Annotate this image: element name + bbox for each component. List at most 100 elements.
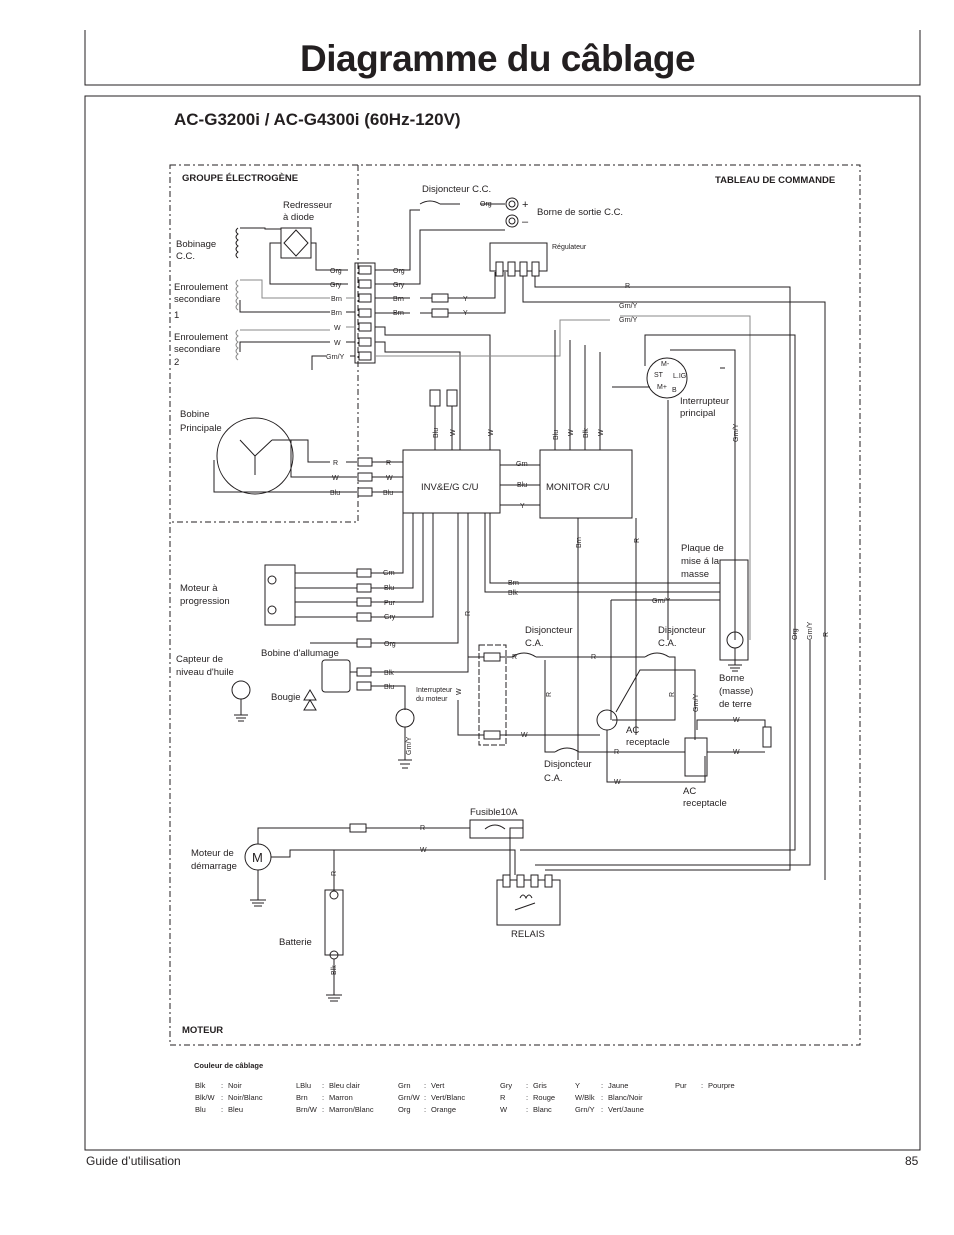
wires-top — [239, 200, 610, 450]
wire-label: W — [420, 847, 427, 854]
label-disjoncteur-cc: Disjoncteur C.C. — [422, 184, 491, 195]
legend-code: Y — [575, 1081, 580, 1090]
legend-entry: Y:Jaune — [575, 1081, 628, 1090]
wire-label: Brn — [393, 310, 404, 317]
legend-entry: Blk:Noir — [195, 1081, 242, 1090]
wire-label: Grn/Y — [406, 736, 413, 755]
wire-label: Brn — [393, 296, 404, 303]
wire-label: W — [386, 475, 393, 482]
legend-separator: : — [601, 1081, 603, 1090]
wire-label: W — [332, 475, 339, 482]
wire-label: Brn — [331, 310, 342, 317]
wire-label: W — [598, 429, 605, 436]
label-int-moteur: Interrupteur — [416, 687, 453, 694]
wire-label: Pur — [384, 600, 396, 607]
wire-label: Org — [384, 641, 396, 648]
legend-separator: : — [322, 1093, 324, 1102]
legend-name: Rouge — [533, 1093, 555, 1102]
legend-entry: Org:Orange — [398, 1105, 456, 1114]
wire-label: Org — [393, 268, 405, 275]
wire-label: Org — [792, 628, 799, 640]
label-ac-rec-a: AC — [626, 725, 639, 736]
legend-entry: Gry:Gris — [500, 1081, 547, 1090]
section-groupe: GROUPE ÉLECTROGÈNE — [182, 173, 298, 184]
label-interrupteur: Interrupteur — [680, 396, 729, 407]
legend-separator: : — [424, 1081, 426, 1090]
label-redresseur: Redresseur — [283, 200, 332, 211]
label-bobine: Bobine — [180, 409, 210, 420]
legend-code: Gry — [500, 1081, 512, 1090]
label-disj-ca-b-2: C.A. — [658, 638, 676, 649]
legend-name: Marron — [329, 1093, 353, 1102]
label-plaque-3: masse — [681, 569, 709, 580]
label-enroulement-1b: secondiare — [174, 294, 220, 305]
wire-label: Y — [463, 296, 468, 303]
legend-entry: Grn/Y:Vert/Jaune — [575, 1105, 644, 1114]
legend-name: Noir/Blanc — [228, 1093, 263, 1102]
legend-separator: : — [221, 1093, 223, 1102]
wire-label: Y — [520, 503, 525, 510]
wire-label: Grn/Y — [693, 693, 700, 712]
connector-block-mid — [357, 457, 403, 497]
wire-label: W — [521, 732, 528, 739]
wire-label: R — [634, 538, 641, 543]
wire-label: R — [669, 692, 676, 697]
legend-code: W/Blk — [575, 1093, 595, 1102]
legend-name: Bleu — [228, 1105, 243, 1114]
legend-entry: R:Rouge — [500, 1093, 555, 1102]
legend-code: LBlu — [296, 1081, 311, 1090]
legend-entry: W:Blanc — [500, 1105, 552, 1114]
legend-code: Org — [398, 1105, 411, 1114]
plus-sign: + — [522, 199, 528, 211]
wire-label: Blu — [384, 585, 394, 592]
minus-sign: – — [522, 216, 529, 228]
label-bobine-allumage: Bobine d'allumage — [261, 648, 339, 659]
wire-label: Grn — [516, 461, 528, 468]
legend-separator: : — [526, 1105, 528, 1114]
legend-code: Grn — [398, 1081, 411, 1090]
legend-name: Orange — [431, 1105, 456, 1114]
oil-sensor-icon — [231, 680, 251, 722]
model-heading: AC-G3200i / AC-G4300i (60Hz-120V) — [174, 110, 461, 129]
legend-name: Marron/Blanc — [329, 1105, 374, 1114]
legend-separator: : — [221, 1081, 223, 1090]
label-disj-ca-c: Disjoncteur — [544, 759, 592, 770]
legend-code: Brn — [296, 1093, 308, 1102]
wire-label: R — [823, 632, 830, 637]
legend-entry: Blu:Bleu — [195, 1105, 243, 1114]
wire-labels: Org Org Gry Brn Brn W W Grn/Y Org Gry Br… — [326, 201, 830, 975]
wire-label: R — [546, 692, 553, 697]
label-bougie: Bougie — [271, 692, 301, 703]
legend-name: Vert — [431, 1081, 445, 1090]
wire-label: Org — [330, 268, 342, 275]
label-bobine-2: Principale — [180, 423, 222, 434]
wire-label: Gry — [393, 282, 405, 289]
label-enroulement-1c: 1 — [174, 310, 179, 321]
wire-label: R — [625, 283, 630, 290]
wire-label: Grn/Y — [733, 423, 740, 442]
wire-label: Brn — [331, 296, 342, 303]
label-capteur-2: niveau d'huile — [176, 667, 234, 678]
label-interrupteur-2: principal — [680, 408, 715, 419]
wire-label: Grn/Y — [619, 303, 638, 310]
legend-code: Brn/W — [296, 1105, 318, 1114]
legend-entry: Grn: Vert — [398, 1081, 445, 1090]
label-batterie: Batterie — [279, 937, 312, 948]
wire-label: R — [331, 871, 338, 876]
legend-entry: Pur:Pourpre — [675, 1081, 735, 1090]
wire-label: R — [512, 654, 517, 661]
label-disj-ca-a-2: C.A. — [525, 638, 543, 649]
legend-separator: : — [601, 1093, 603, 1102]
wire-label: R — [420, 825, 425, 832]
wire-label: Brn — [508, 580, 519, 587]
inv-eg-cu-label: INV&E/G C/U — [421, 482, 479, 493]
legend-separator: : — [701, 1081, 703, 1090]
starter-motor-icon — [244, 823, 523, 907]
legend-code: Pur — [675, 1081, 687, 1090]
ignition-coil-icon — [303, 513, 469, 711]
label-motor-m: M — [252, 850, 263, 865]
wire-label: Grn — [383, 570, 395, 577]
legend-code: R — [500, 1093, 506, 1102]
label-ac-rec-a-2: receptacle — [626, 737, 670, 748]
wire-label: W — [568, 429, 575, 436]
